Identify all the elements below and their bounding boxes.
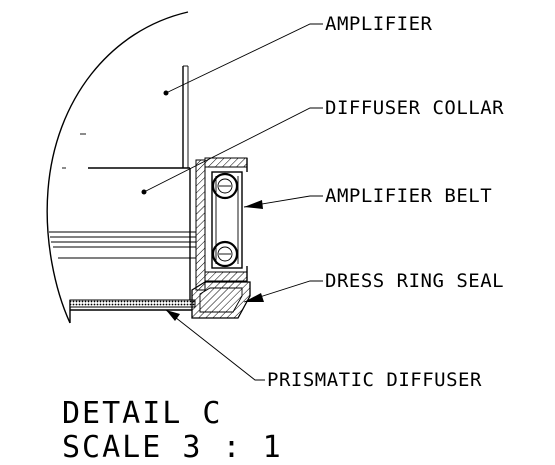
amplifier-belt-leader: [243, 195, 323, 208]
label-dress-ring-seal: DRESS RING SEAL: [325, 270, 504, 292]
collar-hatched-wall: [195, 159, 206, 291]
dress-ring-seal-leader: [243, 280, 323, 303]
amplifier-belt-channel: [211, 171, 243, 269]
collar-top-flange: [204, 157, 248, 168]
diffuser-collar-leader: [143, 107, 323, 193]
amplifier-dome-outline: [46, 11, 189, 324]
dress-ring-seal: [191, 281, 251, 319]
amplifier-leader: [165, 23, 323, 94]
belt-fastener-bottom-icon: [211, 240, 239, 268]
dress-ring-seal-inner: [199, 287, 243, 313]
scale-text: SCALE 3 : 1: [62, 430, 283, 465]
amplifier-leader-dot: [163, 90, 169, 96]
label-diffuser-collar: DIFFUSER COLLAR: [325, 97, 504, 119]
label-prismatic-diffuser: PRISMATIC DIFFUSER: [267, 369, 482, 391]
label-amplifier: AMPLIFIER: [325, 13, 433, 35]
dress-ring-seal-arrow: [244, 293, 264, 302]
prismatic-diffuser-leader: [165, 309, 265, 381]
diffuser-collar-leader-dot: [141, 189, 147, 195]
belt-fastener-top-inner-icon: [217, 178, 233, 194]
prismatic-diffuser-strip: [69, 299, 196, 308]
belt-fastener-top-icon: [211, 172, 239, 200]
detail-title: DETAIL C: [62, 396, 223, 431]
label-amplifier-belt: AMPLIFIER BELT: [325, 185, 492, 207]
collar-bottom-flange: [204, 271, 248, 282]
belt-fastener-bottom-inner-icon: [217, 246, 233, 262]
prismatic-diffuser-arrow: [166, 310, 180, 321]
amplifier-belt-arrow: [244, 200, 263, 209]
